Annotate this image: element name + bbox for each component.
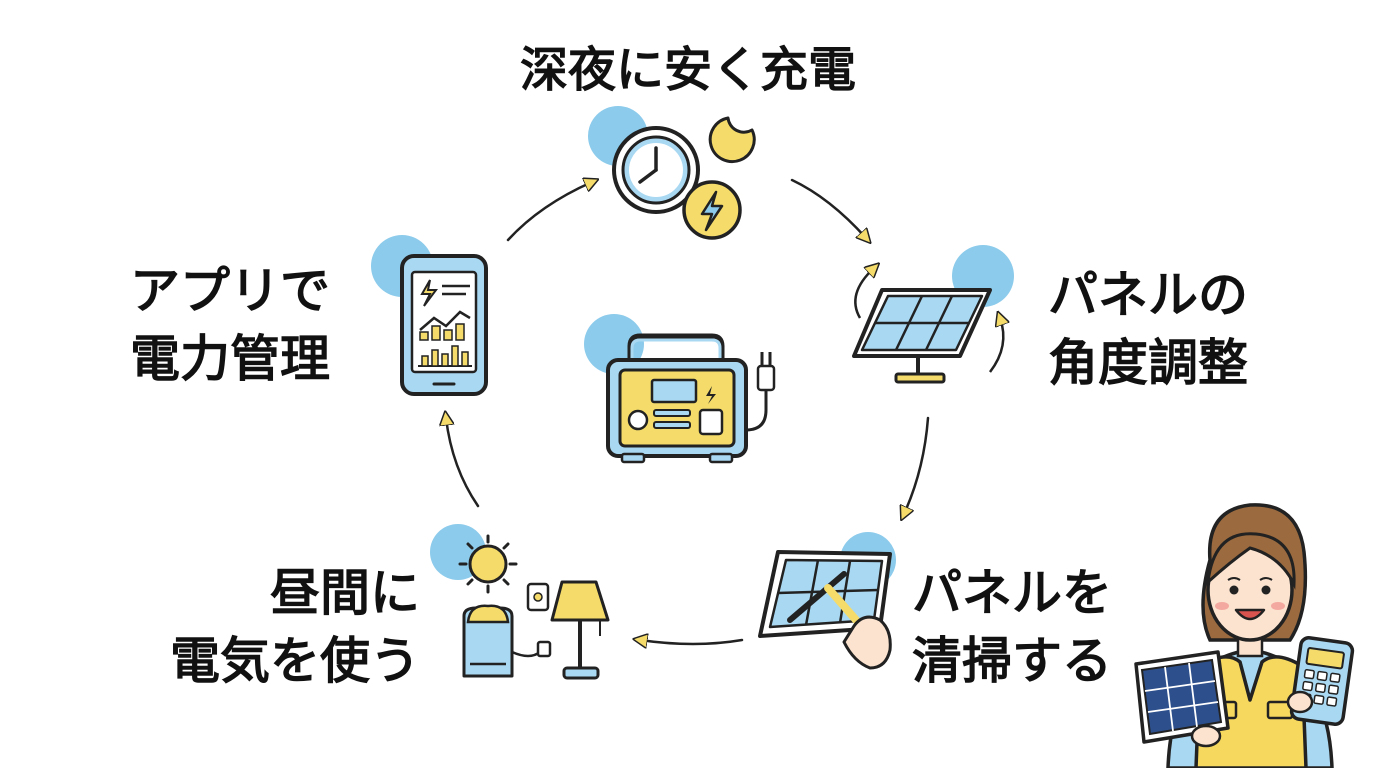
step-label-line: アプリで [130, 262, 330, 320]
step-label-line: 電力管理 [130, 329, 330, 388]
portable-power-station-icon [584, 314, 776, 464]
step-label-line: 電気を使う [170, 631, 420, 690]
step-label-night-charge: 深夜に安く充電 [0, 42, 1376, 100]
arrow-clean-to-daytime [640, 640, 744, 644]
sun-icon [458, 534, 518, 594]
arrow-angle-to-clean [904, 416, 930, 514]
smartphone-chart-icon [371, 235, 488, 396]
step-label-line: 深夜に安く充電 [519, 42, 856, 98]
lamp-icon [550, 580, 610, 680]
step-label-panel-angle: パネルの 角度調整 [1048, 262, 1248, 397]
step-label-app-manage: アプリで 電力管理 [130, 258, 330, 393]
held-solar-panel-icon [1134, 650, 1230, 748]
panel-squeegee-icon [758, 532, 896, 670]
woman-with-panel-calculator-icon [1134, 503, 1355, 768]
step-label-line: 昼間に [270, 564, 420, 622]
outlet-icon [526, 582, 550, 612]
held-calculator-icon [1286, 636, 1355, 726]
step-label-line: 角度調整 [1048, 333, 1248, 392]
step-label-line: 清掃する [912, 631, 1112, 690]
step-label-line: パネルの [1048, 266, 1248, 324]
step-label-panel-clean: パネルを 清掃する [912, 560, 1112, 695]
cycle-arrows [446, 178, 930, 644]
step-label-line: パネルを [912, 564, 1112, 622]
toaster-icon [462, 604, 552, 678]
arrow-daytime-to-app [446, 418, 480, 508]
arrow-app-to-night [506, 182, 592, 242]
solar-panel-rotate-icon [852, 245, 1014, 384]
clock-moon-lightning-icon [588, 106, 756, 240]
arrow-night-to-angle [790, 178, 866, 238]
step-label-daytime-use: 昼間に 電気を使う [150, 560, 420, 695]
sun-appliances-icon [430, 524, 610, 680]
